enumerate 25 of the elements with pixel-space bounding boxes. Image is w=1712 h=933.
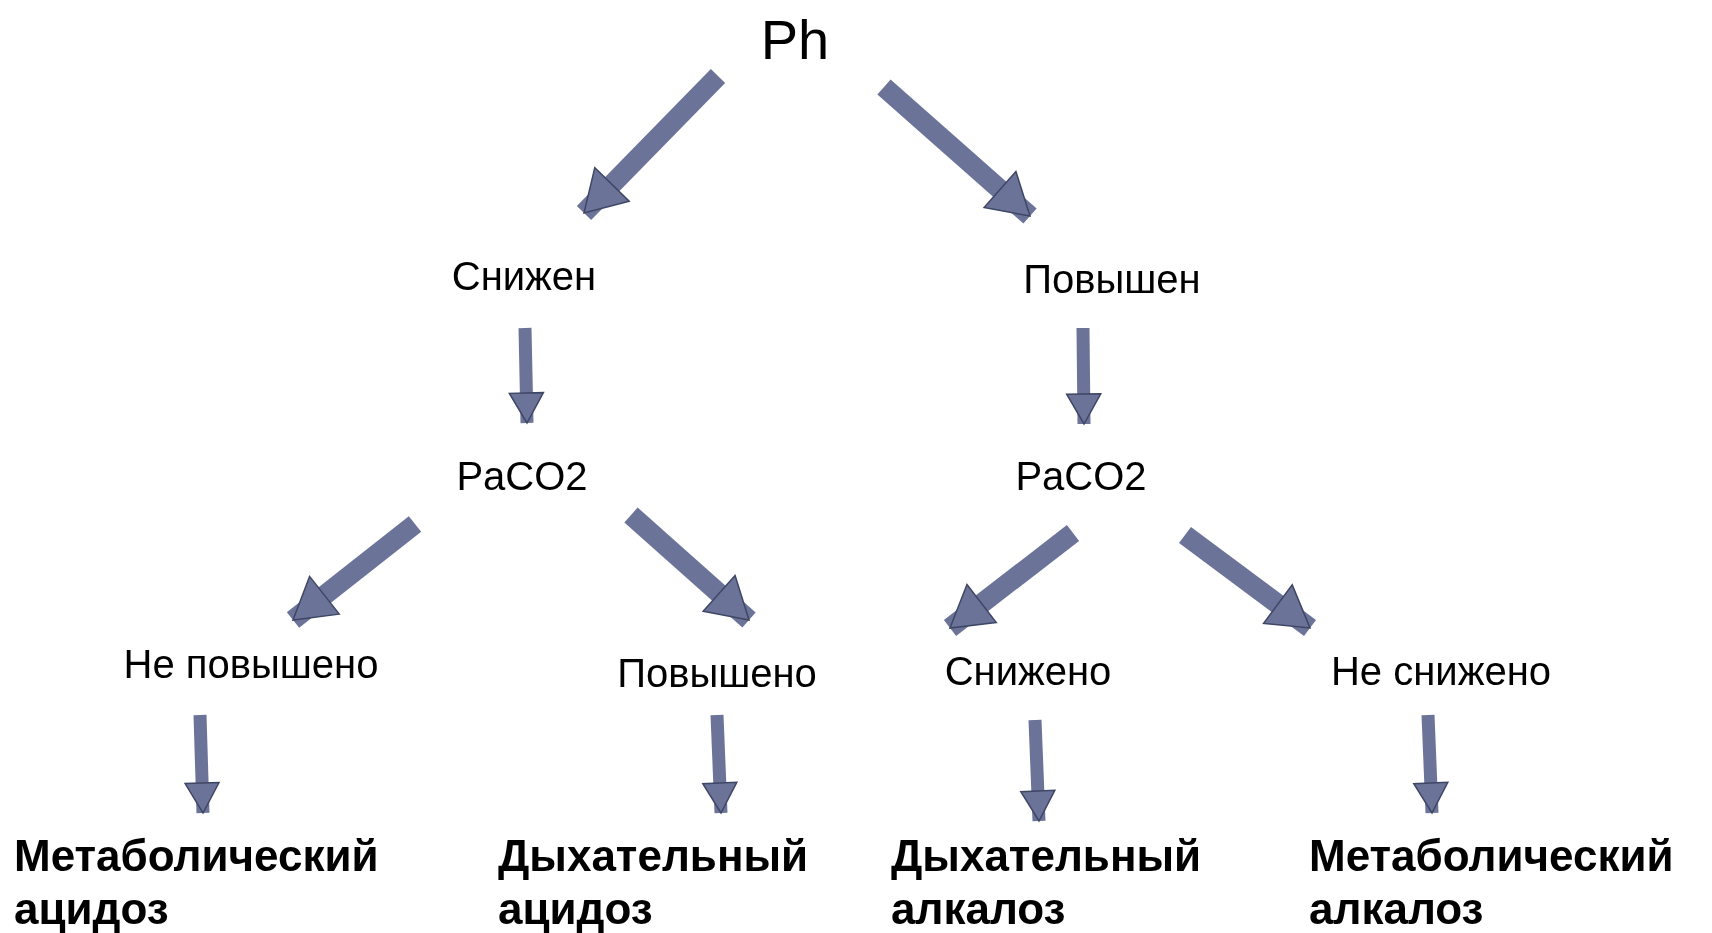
arrow [702, 714, 738, 814]
diagnosis-label: Метаболический алкалоз [1309, 830, 1675, 933]
node-label: Снижен [450, 253, 598, 300]
arrow [184, 714, 220, 814]
arrow [286, 516, 422, 628]
arrow [943, 525, 1080, 636]
arrow [877, 79, 1037, 224]
node-label: Не повышено [122, 641, 380, 688]
arrow [508, 327, 545, 424]
arrow [576, 69, 726, 220]
node-label: Не снижено [1330, 648, 1552, 695]
node-label: PaCO2 [455, 453, 589, 500]
node-label: Повышено [616, 650, 818, 697]
arrow [1020, 719, 1056, 822]
arrow [1413, 714, 1449, 814]
arrow [624, 507, 756, 628]
diagnosis-label: Дыхательный ацидоз [498, 830, 810, 933]
node-label: PaCO2 [1014, 453, 1148, 500]
diagnosis-label: Дыхательный алкалоз [891, 830, 1203, 933]
diagnosis-label: Метаболический ацидоз [14, 830, 380, 933]
node-label: Повышен [1022, 256, 1202, 303]
arrow [1179, 527, 1316, 636]
arrow [1065, 327, 1102, 425]
node-label: Снижено [943, 648, 1113, 695]
node-label: Ph [759, 7, 831, 73]
